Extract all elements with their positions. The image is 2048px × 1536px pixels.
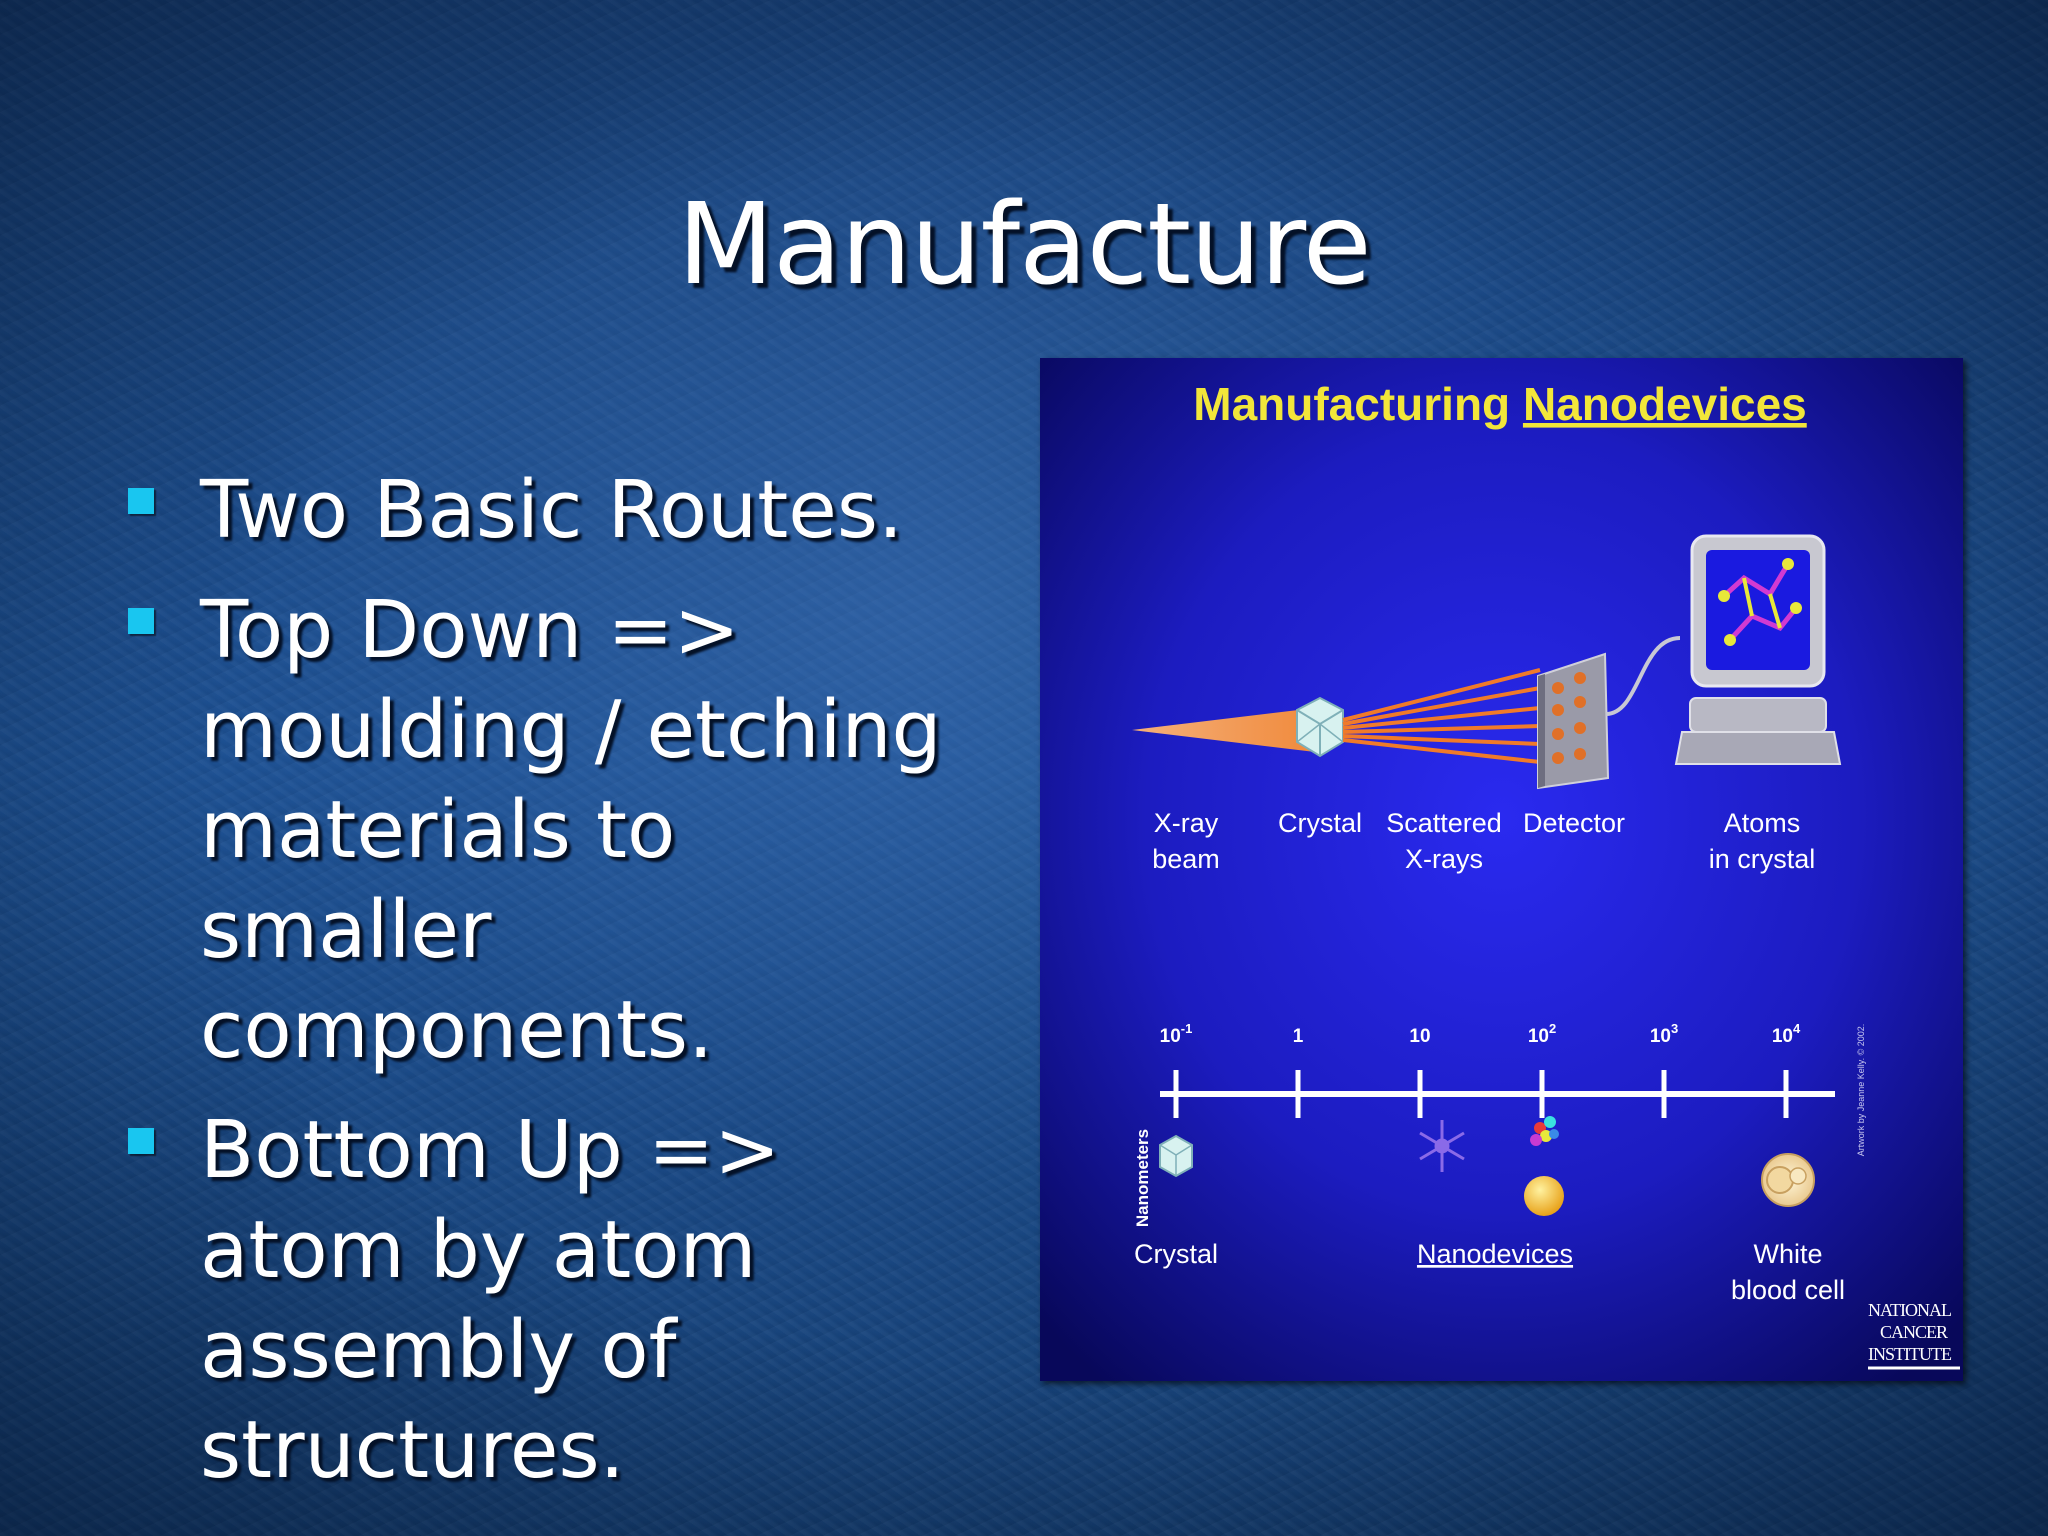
logo-line-3: INSTITUTE [1868, 1344, 1952, 1364]
crystal-icon [1296, 696, 1344, 758]
detector-cable [1605, 636, 1681, 716]
scale-ticks: 10-1 1 10 102 103 104 [1160, 1021, 1801, 1118]
nanodevices-diagram: Manufacturing Nanodevices [1040, 358, 1963, 1381]
bullet-square-icon [128, 1128, 154, 1154]
label-detector: Detector [1523, 808, 1625, 838]
nci-logo: NATIONAL CANCER INSTITUTE [1868, 1300, 1960, 1370]
label-white-cell-2: blood cell [1731, 1275, 1845, 1305]
label-atoms-2: in crystal [1709, 844, 1816, 874]
label-white-cell-1: White [1753, 1239, 1822, 1269]
diagram-panel [1040, 358, 1963, 1381]
label-xray-beam-1: X-ray [1154, 808, 1219, 838]
scattered-xrays [1342, 668, 1541, 764]
label-crystal-top: Crystal [1278, 808, 1362, 838]
white-blood-cell-icon [1761, 1153, 1815, 1207]
bullet-text: Bottom Up => atom by atom assembly of st… [200, 1104, 781, 1496]
bullet-square-icon [128, 608, 154, 634]
molecule-nanodevice-icon [1530, 1116, 1559, 1146]
bullet-square-icon [128, 488, 154, 514]
scale-tick-label: 104 [1772, 1021, 1801, 1047]
scale-axis-label: Nanometers [1133, 1129, 1152, 1227]
crystal-small-icon [1159, 1134, 1193, 1178]
label-crystal-bottom: Crystal [1134, 1239, 1218, 1269]
label-xray-beam-2: beam [1152, 844, 1220, 874]
label-atoms-1: Atoms [1724, 808, 1801, 838]
xray-beam [1132, 708, 1315, 752]
diagram-title: Manufacturing Nanodevices [1193, 378, 1806, 430]
bullet-text: Two Basic Routes. [200, 464, 904, 556]
label-scattered-2: X-rays [1405, 844, 1483, 874]
bullet-text: Top Down => moulding / etching materials… [200, 584, 942, 1076]
logo-line-2: CANCER [1880, 1322, 1948, 1342]
label-scattered-1: Scattered [1386, 808, 1502, 838]
artwork-credit: Artwork by Jeanne Kelly. © 2002. [1856, 1024, 1866, 1157]
logo-line-1: NATIONAL [1868, 1300, 1951, 1320]
bullet-item: Two Basic Routes. [120, 460, 980, 560]
computer-monitor-icon [1674, 534, 1842, 765]
scale-tick-label: 10-1 [1160, 1021, 1193, 1047]
slide-title: Manufacture [677, 180, 1371, 310]
bullet-item: Top Down => moulding / etching materials… [120, 580, 980, 1080]
scale-tick-label: 10 [1409, 1026, 1430, 1047]
scale-tick-label: 1 [1293, 1026, 1304, 1047]
scale-tick-label: 102 [1528, 1021, 1556, 1047]
detector-icon [1537, 652, 1610, 790]
scale-tick-label: 103 [1650, 1021, 1678, 1047]
nanodevice-sphere-icon [1524, 1176, 1564, 1216]
bullet-item: Bottom Up => atom by atom assembly of st… [120, 1100, 980, 1500]
snowflake-nanodevice-icon [1419, 1120, 1465, 1172]
bullet-list: Two Basic Routes. Top Down => moulding /… [120, 460, 980, 1520]
label-nanodevices: Nanodevices [1417, 1239, 1573, 1269]
